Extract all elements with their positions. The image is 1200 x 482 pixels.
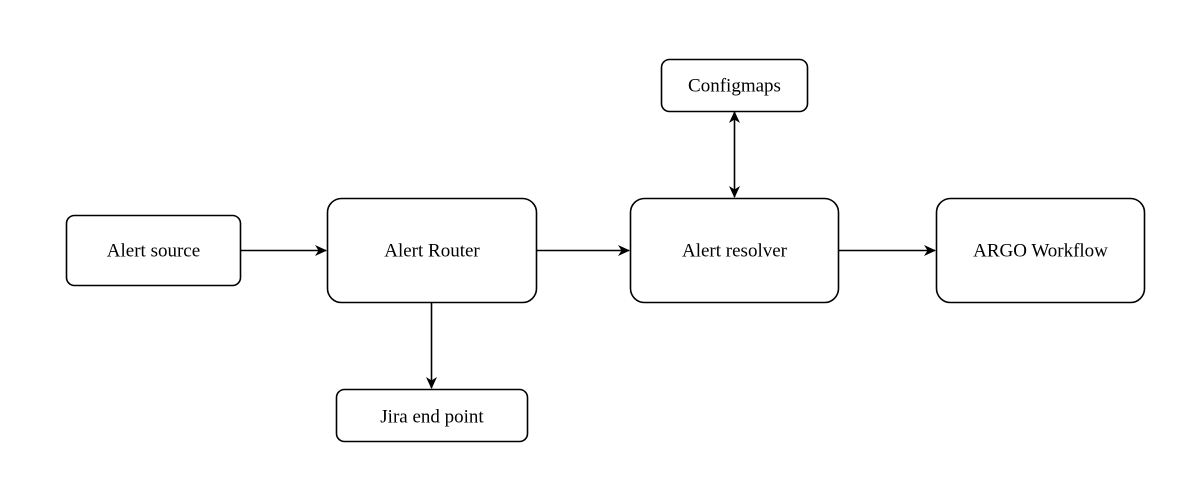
node-alert-resolver[interactable]: Alert resolver	[629, 197, 840, 304]
node-configmaps[interactable]: Configmaps	[660, 58, 809, 113]
node-alert-resolver-label: Alert resolver	[682, 241, 788, 262]
node-alert-router-label: Alert Router	[384, 241, 480, 262]
node-jira-end-point-label: Jira end point	[380, 407, 484, 428]
node-configmaps-box	[660, 58, 809, 113]
node-alert-source[interactable]: Alert source	[65, 214, 242, 287]
node-configmaps-label: Configmaps	[688, 76, 781, 97]
node-argo-workflow-label: ARGO Workflow	[973, 241, 1108, 262]
node-jira-end-point-box	[335, 388, 529, 443]
node-argo-workflow[interactable]: ARGO Workflow	[935, 197, 1146, 304]
node-alert-source-label: Alert source	[107, 241, 200, 262]
node-alert-source-box	[65, 214, 242, 287]
node-argo-workflow-box	[935, 197, 1146, 304]
node-alert-router-box	[326, 197, 538, 304]
edges	[241, 111, 936, 389]
node-alert-resolver-box	[629, 197, 840, 304]
node-alert-router[interactable]: Alert Router	[326, 197, 538, 304]
node-jira-end-point[interactable]: Jira end point	[335, 388, 529, 443]
